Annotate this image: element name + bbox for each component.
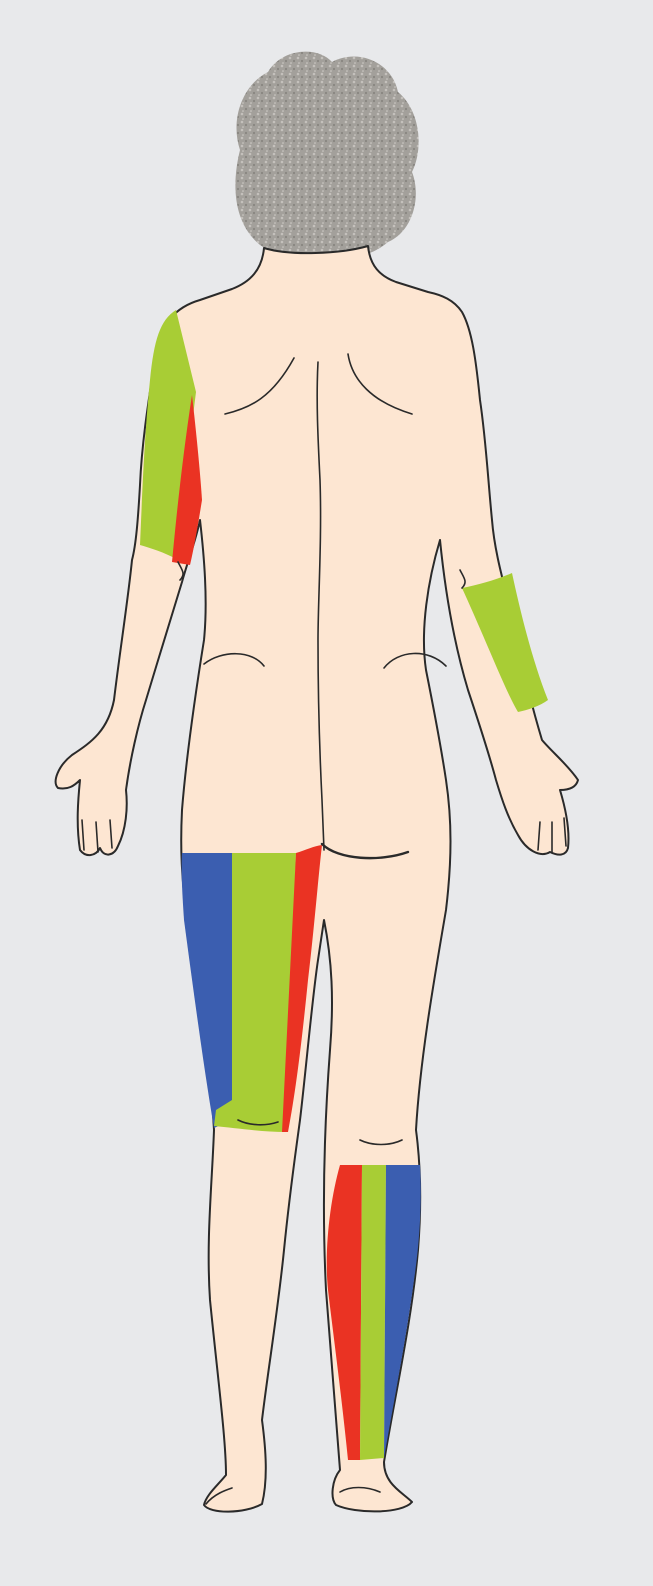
hair [235, 52, 418, 259]
